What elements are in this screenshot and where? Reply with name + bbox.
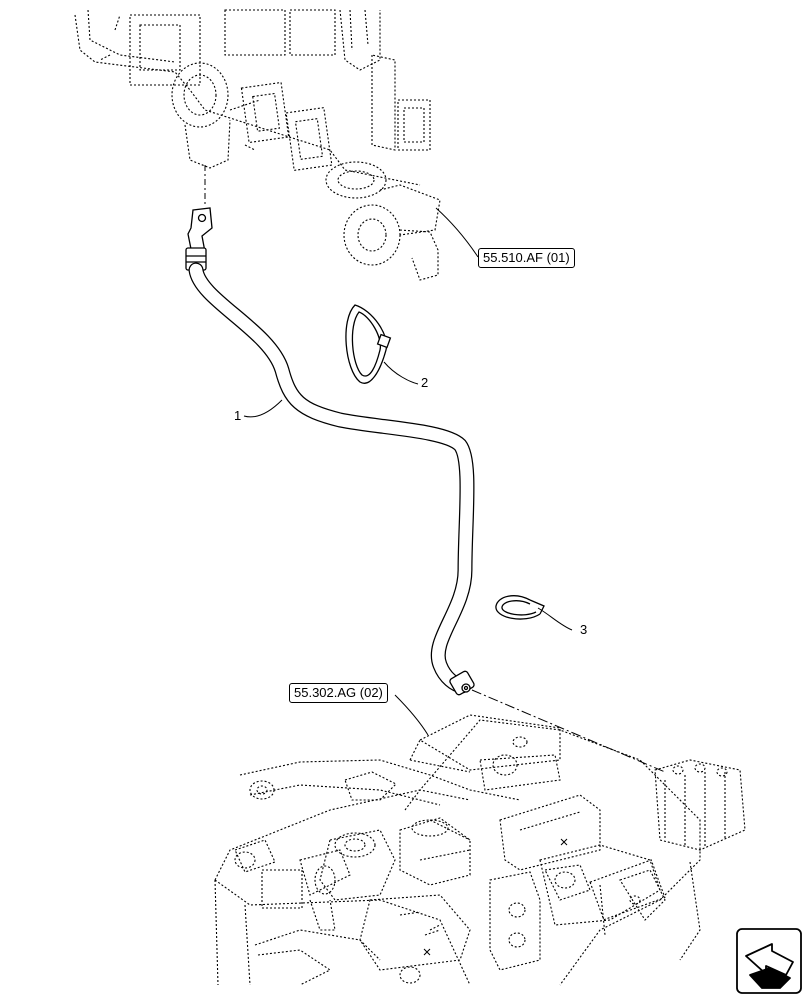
battery-cable [188,262,475,694]
arrow-navigation-icon[interactable] [736,928,802,994]
callout-item-1: 1 [234,408,242,423]
callout-item-3: 3 [580,622,588,637]
cable-terminal-bottom [449,670,475,696]
leader-lines [243,207,573,736]
reference-box-top[interactable]: 55.510.AF (01) [478,248,575,268]
upper-assembly [74,9,441,281]
callout-item-2: 2 [421,375,429,390]
cable-clamp [495,595,545,620]
assembly-markers [423,838,568,956]
alignment-line-bottom [471,689,666,773]
cable-terminal-top [185,207,213,271]
reference-box-bottom[interactable]: 55.302.AG (02) [289,683,388,703]
cable-tie [345,304,392,384]
lower-assembly [214,714,746,986]
